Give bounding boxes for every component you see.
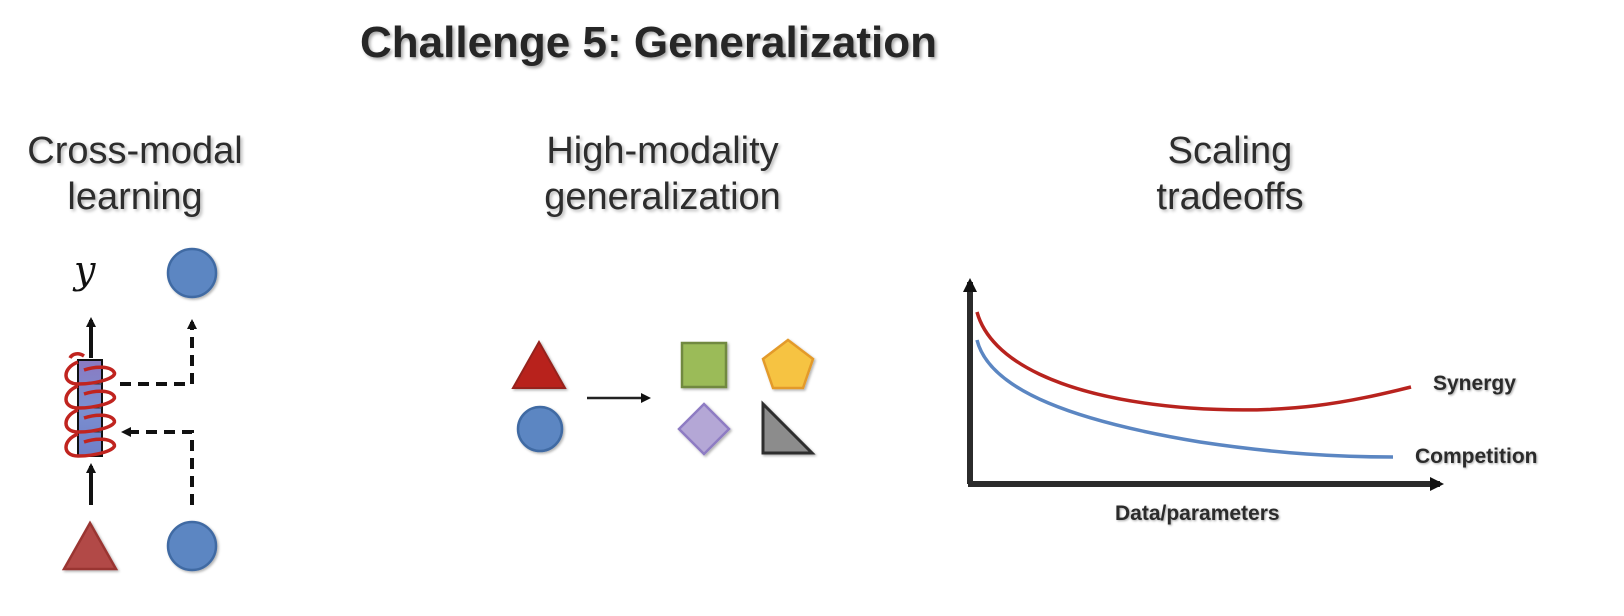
high-modality-diagram bbox=[511, 338, 816, 456]
section-title-line: Scaling bbox=[1167, 130, 1293, 172]
input-triangle bbox=[61, 520, 119, 571]
section-title-line: Cross-modal bbox=[27, 130, 243, 172]
section-title-line: learning bbox=[67, 176, 203, 218]
input-circle bbox=[166, 520, 218, 572]
scaling-chart bbox=[963, 278, 1444, 491]
source-circle bbox=[516, 405, 564, 453]
source-triangle bbox=[511, 339, 567, 389]
section-title-scaling: Scaling tradeoffs bbox=[1110, 128, 1350, 220]
target-pentagon bbox=[761, 338, 815, 390]
page-title: Challenge 5: Generalization bbox=[360, 18, 938, 67]
synergy-curve bbox=[975, 311, 1412, 412]
section-title-line: tradeoffs bbox=[1156, 176, 1304, 218]
dashed-arrow-to-output bbox=[120, 319, 197, 386]
synergy-label: Synergy bbox=[1433, 372, 1516, 395]
x-axis-label: Data/parameters bbox=[1115, 502, 1280, 525]
cross-modal-diagram bbox=[61, 247, 218, 572]
section-title-line: generalization bbox=[544, 176, 781, 218]
target-square bbox=[680, 341, 728, 389]
output-circle bbox=[166, 247, 218, 299]
section-title-cross-modal: Cross-modal learning bbox=[0, 128, 270, 220]
coil-icon bbox=[64, 352, 117, 458]
dashed-arrow-from-input bbox=[121, 427, 194, 505]
competition-curve bbox=[975, 339, 1394, 459]
target-right-triangle bbox=[761, 400, 816, 455]
target-diamond bbox=[677, 402, 731, 456]
section-title-high-modality: High-modality generalization bbox=[520, 128, 805, 220]
output-variable-y: y bbox=[74, 248, 96, 292]
competition-label: Competition bbox=[1415, 445, 1538, 468]
section-title-line: High-modality bbox=[546, 130, 779, 172]
